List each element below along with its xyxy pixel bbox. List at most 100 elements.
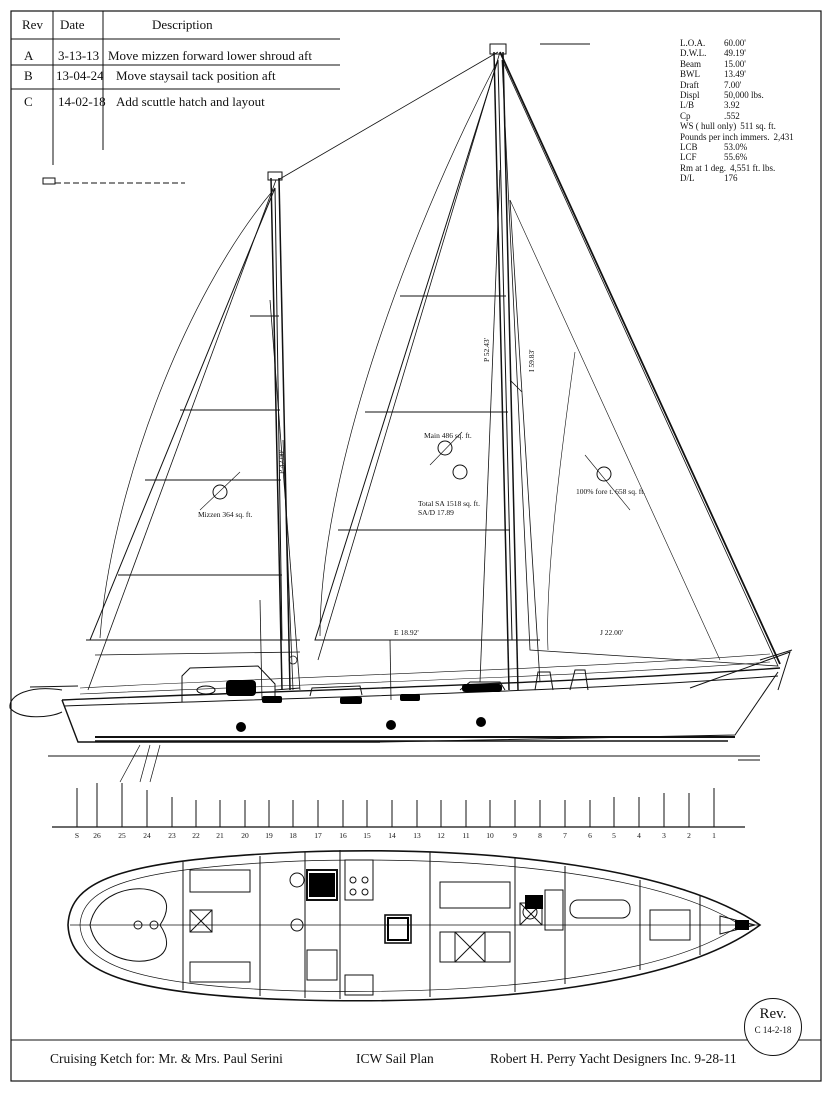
spec-row: Cp .552 xyxy=(680,111,794,121)
revision-description: Add scuttle hatch and layout xyxy=(116,94,265,109)
spec-row: Pounds per inch immers.2,431 xyxy=(680,132,794,142)
station-number: 20 xyxy=(241,831,249,840)
hull-black-details xyxy=(196,680,502,732)
revision-header-rev: Rev xyxy=(22,17,43,32)
spec-key: D/L xyxy=(680,173,695,184)
spec-row: D.W.L. 49.19' xyxy=(680,48,794,58)
spec-value: 49.19' xyxy=(724,48,746,59)
spec-value: 176 xyxy=(724,173,738,184)
station-number: 1 xyxy=(712,831,716,840)
station-number: 21 xyxy=(216,831,224,840)
station-number: 17 xyxy=(314,831,322,840)
spec-key: L/B xyxy=(680,100,695,111)
revision-stamp-title: Rev. xyxy=(759,1006,787,1022)
station-number: 13 xyxy=(413,831,421,840)
spec-value: 13.49' xyxy=(724,69,746,80)
spec-value: 7.00' xyxy=(724,79,742,90)
station-number: 12 xyxy=(437,831,445,840)
revision-date: 14-02-18 xyxy=(58,94,106,109)
spec-value: 2,431 xyxy=(773,131,794,142)
station-number: 24 xyxy=(143,831,151,840)
mizzen-area-label: Mizzen 364 sq. ft. xyxy=(198,510,253,519)
station-number: 10 xyxy=(486,831,494,840)
station-number: 9 xyxy=(513,831,517,840)
station-number: 11 xyxy=(462,831,470,840)
spec-key: Pounds per inch immers. xyxy=(680,131,770,142)
spec-row: BWL 13.49' xyxy=(680,69,794,79)
spec-value: 511 sq. ft. xyxy=(740,121,776,132)
station-number: 26 xyxy=(93,831,101,840)
fore-sail xyxy=(501,59,779,667)
title-block-drawing: ICW Sail Plan xyxy=(356,1051,434,1066)
title-block-project: Cruising Ketch for: Mr. & Mrs. Paul Seri… xyxy=(50,1051,283,1066)
spec-key: Cp xyxy=(680,110,691,121)
spec-value: 50,000 lbs. xyxy=(724,90,764,101)
revision-table-grid xyxy=(11,11,340,165)
accommodation-plan xyxy=(67,850,762,1002)
revision-date: 3-13-13 xyxy=(58,48,100,63)
station-number: 2 xyxy=(687,831,691,840)
rigging xyxy=(87,51,781,701)
fore-area-label: 100% fore t. 658 sq. ft. xyxy=(576,487,646,496)
spec-row: Rm at 1 deg. 4,551 ft. lbs. xyxy=(680,163,794,173)
station-number: 4 xyxy=(637,831,641,840)
station-number: 16 xyxy=(339,831,347,840)
station-number: 22 xyxy=(192,831,200,840)
drawing-border xyxy=(10,10,822,1082)
revision-stamp: Rev. C 14-2-18 xyxy=(744,998,802,1056)
mizzen-p-dimension-label: P 42.00' xyxy=(277,450,286,474)
spec-key: LCF xyxy=(680,152,697,163)
revision-stamp-code: C 14-2-18 xyxy=(754,1025,792,1035)
spec-value: .552 xyxy=(724,110,740,121)
spec-value: 4,551 ft. lbs. xyxy=(730,162,776,173)
station-number: 19 xyxy=(265,831,273,840)
spec-key: Draft xyxy=(680,79,699,90)
spec-row: Beam 15.00' xyxy=(680,59,794,69)
spec-row: WS ( hull only)511 sq. ft. xyxy=(680,121,794,131)
fore-i-dimension-label: I 59.83' xyxy=(527,349,536,372)
revision-date: 13-04-24 xyxy=(56,68,104,83)
spec-value: 60.00' xyxy=(724,38,746,48)
spec-key: BWL xyxy=(680,69,700,80)
title-block-designer: Robert H. Perry Yacht Designers Inc. 9-2… xyxy=(490,1051,737,1066)
spec-row: LCF 55.6% xyxy=(680,152,794,162)
spec-row: D/L 176 xyxy=(680,173,794,183)
spec-key: Beam xyxy=(680,58,701,69)
sa-d-label: SA/D 17.89 xyxy=(418,508,454,517)
spec-key: D.W.L. xyxy=(680,48,707,59)
mizzen-mast xyxy=(267,171,291,691)
station-ruler xyxy=(52,783,745,828)
main-mast xyxy=(489,43,519,691)
total-sail-area-label: Total SA 1518 sq. ft. xyxy=(418,499,480,508)
revision-rev: B xyxy=(24,68,33,83)
main-sail xyxy=(314,59,540,641)
spec-value: 15.00' xyxy=(724,58,746,69)
j-dimension-label: J 22.00' xyxy=(600,628,624,637)
revision-description: Move staysail tack position aft xyxy=(116,68,276,83)
revision-header-description: Description xyxy=(152,17,213,32)
station-number: S xyxy=(74,831,80,840)
hull-profile xyxy=(9,649,793,783)
station-number: 6 xyxy=(588,831,592,840)
station-number: 5 xyxy=(612,831,616,840)
station-number: 14 xyxy=(388,831,396,840)
plan-black-details xyxy=(309,873,749,941)
spec-key: Rm at 1 deg. xyxy=(680,162,726,173)
station-number: 18 xyxy=(289,831,297,840)
spec-value: 55.6% xyxy=(724,152,748,163)
station-number: 25 xyxy=(118,831,126,840)
station-number: 23 xyxy=(168,831,176,840)
station-number: 15 xyxy=(363,831,371,840)
revision-description: Move mizzen forward lower shroud aft xyxy=(108,48,312,63)
station-number: 3 xyxy=(662,831,666,840)
revision-rev: C xyxy=(24,94,33,109)
mizzen-sail xyxy=(86,187,300,641)
spec-key: WS ( hull only) xyxy=(680,121,737,132)
revision-header-date: Date xyxy=(60,17,85,32)
e-dimension-label: E 18.92' xyxy=(394,628,419,637)
revision-rev: A xyxy=(24,48,34,63)
